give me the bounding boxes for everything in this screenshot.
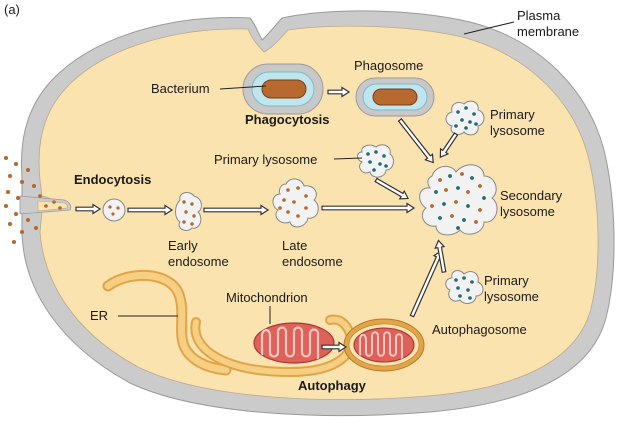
arrow-to-late-endosome (203, 204, 270, 216)
label-late-endosome-line2: endosome (282, 254, 343, 269)
early-endosome (175, 192, 202, 231)
phagosome-bacterium (372, 88, 418, 106)
leader-plasma-membrane (463, 21, 515, 35)
label-er: ER (90, 308, 108, 323)
arrow-phagosome-to-secondary (397, 118, 434, 164)
arrow-to-early-endosome (127, 204, 174, 216)
label-primary-lysosome-mid: Primary lysosome (214, 152, 317, 167)
pathway-arrows (75, 86, 459, 353)
leader-bacterium (219, 85, 267, 90)
panel-label: (a) (4, 2, 20, 17)
autophagosome-cristae (359, 331, 403, 362)
label-early-endosome-line1: Early (168, 238, 198, 253)
arrow-mito-to-autophagosome (321, 341, 348, 353)
late-endosome-cargo (278, 186, 308, 218)
endocytic-vesicle (102, 198, 126, 222)
label-autophagy: Autophagy (298, 378, 367, 393)
endocytic-vesicle-cargo (108, 205, 120, 216)
label-bacterium: Bacterium (151, 81, 210, 96)
leader-lines (118, 21, 515, 324)
mitochondrion-cristae (260, 326, 320, 362)
arrow-primary-top-to-secondary (439, 132, 459, 159)
label-secondary-lysosome-line2: lysosome (500, 204, 555, 219)
label-plasma-membrane-line1: Plasma (517, 8, 561, 23)
late-endosome (272, 178, 319, 228)
primary-lysosome-mid (357, 144, 394, 178)
arrow-late-to-secondary (321, 202, 416, 214)
arrow-primary-mid-to-secondary (374, 177, 410, 200)
label-plasma-membrane-line2: membrane (517, 24, 579, 39)
label-phagocytosis: Phagocytosis (245, 112, 330, 127)
label-primary-lysosome-top-line1: Primary (490, 107, 535, 122)
primary-lysosome-bottom-enzymes (454, 276, 474, 300)
label-phagosome: Phagosome (354, 58, 423, 73)
arrow-primary-bottom-to-secondary (434, 239, 447, 274)
early-endosome-cargo (182, 200, 196, 226)
label-primary-lysosome-top-line2: lysosome (490, 123, 545, 138)
label-late-endosome-line1: Late (282, 238, 307, 253)
secondary-lysosome-contents (430, 172, 486, 230)
er-lumen (104, 271, 230, 374)
label-secondary-lysosome-line1: Secondary (500, 188, 563, 203)
bacterium (261, 79, 307, 99)
leader-primary-lysosome-mid (333, 157, 363, 160)
isolation-membrane-lumen (192, 316, 355, 376)
label-early-endosome-line2: endosome (168, 254, 229, 269)
primary-lysosome-mid-enzymes (366, 150, 388, 172)
label-endocytosis: Endocytosis (74, 172, 151, 187)
label-autophagosome: Autophagosome (432, 322, 527, 337)
label-primary-lysosome-bottom-line1: Primary (484, 273, 529, 288)
label-primary-lysosome-bottom-line2: lysosome (484, 289, 539, 304)
arrow-to-phagosome (327, 86, 351, 98)
arrow-to-vesicle (75, 203, 102, 215)
primary-lysosome-top-enzymes (454, 106, 478, 130)
extracellular-particles (4, 156, 62, 244)
label-mitochondrion: Mitochondrion (226, 290, 308, 305)
